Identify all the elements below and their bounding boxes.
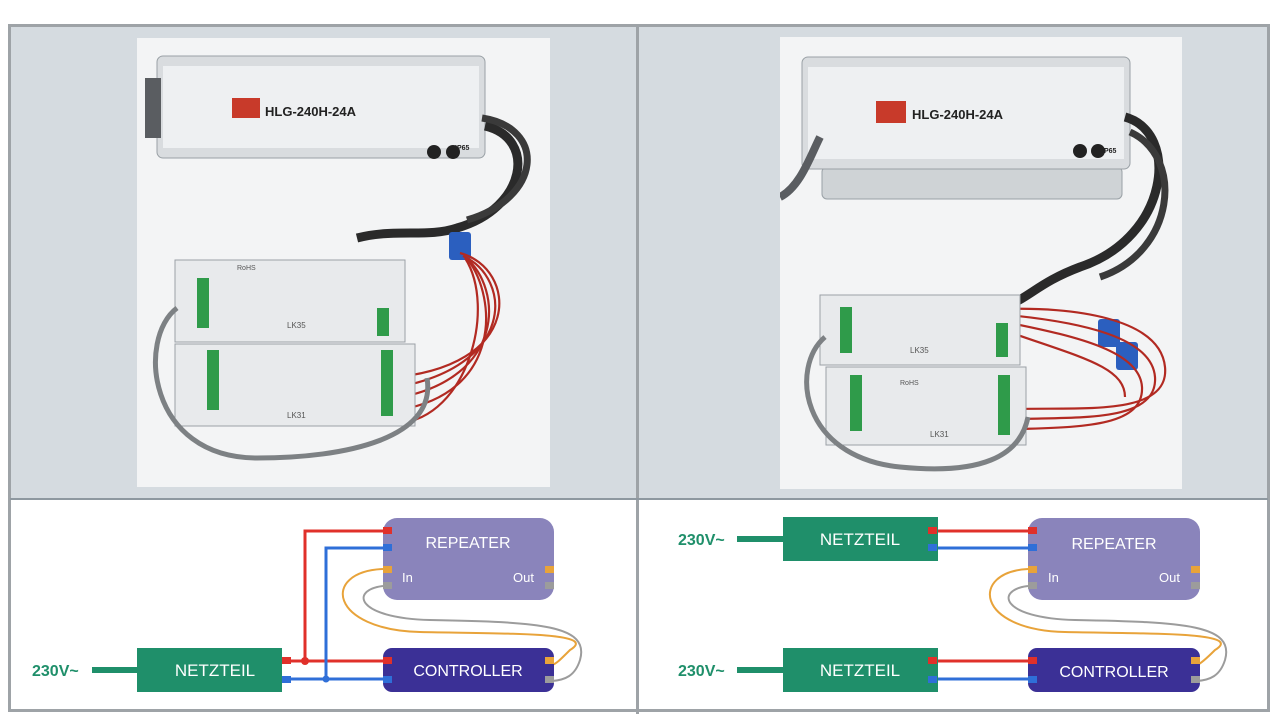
module-bottom-label: LK31 xyxy=(930,430,949,439)
netzteil-box-bottom xyxy=(783,648,938,692)
netzteil-label: NETZTEIL xyxy=(175,661,255,680)
junction-dot xyxy=(322,675,330,683)
right-photo-illustration: HLG-240H-24A IP65 LK35 RoHS LK31 xyxy=(780,37,1182,489)
psu-model-label: HLG-240H-24A xyxy=(265,104,357,119)
module-top-label: LK35 xyxy=(287,321,306,330)
netzteil-label-bottom: NETZTEIL xyxy=(820,661,900,680)
right-wiring-diagram: 230V~ 230V~ NETZTEIL NETZTEIL REPEAT xyxy=(678,517,1228,692)
repeater-in-label: In xyxy=(402,570,413,585)
voltage-label: 230V~ xyxy=(32,663,79,680)
rohs-label: RoHS xyxy=(237,265,256,272)
controller-box xyxy=(1028,648,1200,692)
junction-dot xyxy=(301,657,309,665)
blue-connector xyxy=(1116,342,1138,370)
module-top-label: LK35 xyxy=(910,346,929,355)
repeater-out-label: Out xyxy=(1159,570,1180,585)
controller-label: CONTROLLER xyxy=(413,663,522,680)
netzteil-label-top: NETZTEIL xyxy=(820,530,900,549)
repeater-out-label: Out xyxy=(513,570,534,585)
voltage-label-bottom: 230V~ xyxy=(678,663,725,680)
blue-connector xyxy=(1098,319,1120,347)
signal-cable-orange xyxy=(989,568,1222,666)
module-bottom-label: LK31 xyxy=(287,411,306,420)
psu-ip-label: IP65 xyxy=(1102,148,1117,155)
power-wires xyxy=(938,529,1028,681)
power-wires xyxy=(282,529,384,681)
repeater-box xyxy=(383,518,554,600)
repeater-module: LK31 xyxy=(174,343,416,427)
signal-cable-orange xyxy=(341,568,577,666)
vertical-divider xyxy=(636,24,639,714)
netzteil-box xyxy=(137,648,282,692)
repeater-label: REPEATER xyxy=(1071,536,1156,553)
controller-module: LK35 RoHS xyxy=(174,259,406,343)
horizontal-divider xyxy=(10,498,1268,500)
psu-ip-label: IP65 xyxy=(455,145,470,152)
netzteil-box-top xyxy=(783,517,938,561)
controller-module: LK35 xyxy=(819,294,1021,366)
left-wiring-diagram: 230V~ NETZTEIL REPEATER In Out xyxy=(32,518,583,692)
controller-label: CONTROLLER xyxy=(1059,664,1168,681)
left-photo-illustration: HLG-240H-24A IP65 LK35 RoHS xyxy=(137,38,550,487)
repeater-module: RoHS LK31 xyxy=(825,366,1027,446)
signal-cable-gray xyxy=(362,585,583,682)
repeater-in-label: In xyxy=(1048,570,1059,585)
repeater-box xyxy=(1028,518,1200,600)
repeater-label: REPEATER xyxy=(425,535,510,552)
right-photo: HLG-240H-24A IP65 LK35 RoHS LK31 xyxy=(780,37,1182,489)
rohs-label: RoHS xyxy=(900,380,919,387)
signal-cable-gray xyxy=(1007,585,1228,682)
power-supply-unit: HLG-240H-24A IP65 xyxy=(801,56,1131,170)
voltage-label-top: 230V~ xyxy=(678,532,725,549)
controller-box xyxy=(383,648,554,692)
power-supply-unit: HLG-240H-24A IP65 xyxy=(145,55,486,159)
psu-model-label: HLG-240H-24A xyxy=(912,107,1004,122)
blue-connector xyxy=(449,232,471,260)
left-photo: HLG-240H-24A IP65 LK35 RoHS xyxy=(137,38,550,487)
